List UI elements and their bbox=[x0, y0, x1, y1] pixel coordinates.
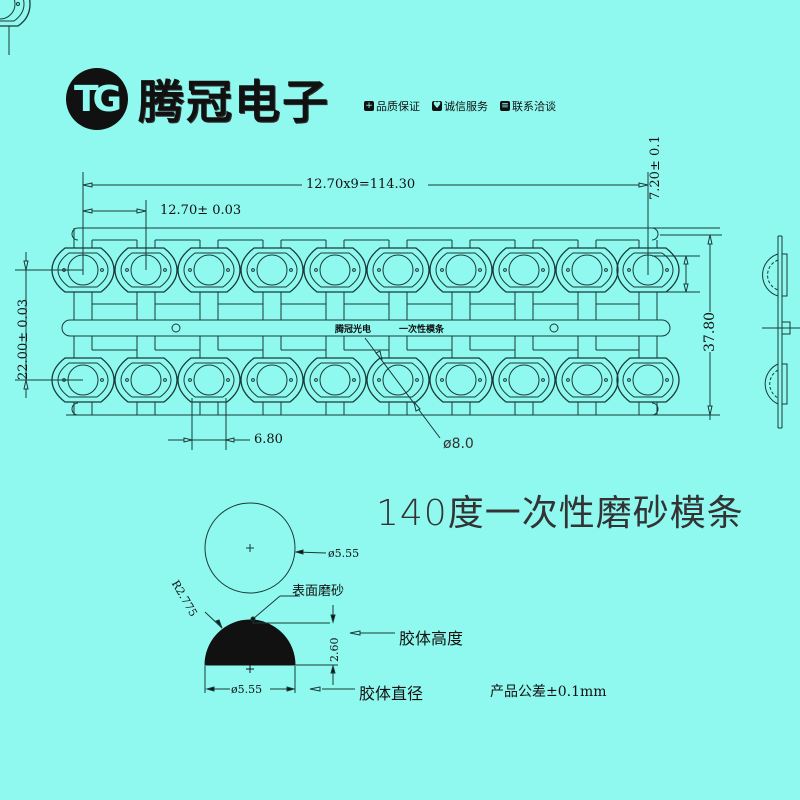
badge-service: ♥ 诚信服务 bbox=[432, 98, 488, 114]
plus-icon: + bbox=[364, 101, 374, 111]
tolerance-note: 产品公差±0.1mm bbox=[490, 684, 607, 700]
dim-total-height: 37.80 bbox=[702, 311, 718, 352]
badge-label: 品质保证 bbox=[376, 100, 420, 113]
strip-label-right: 一次性模条 bbox=[399, 325, 445, 335]
diameter-label: 胶体直径 bbox=[359, 684, 424, 703]
badge-label: 联系洽谈 bbox=[512, 100, 556, 113]
top-view-diameter: ø5.55 bbox=[328, 547, 360, 560]
height-label: 胶体高度 bbox=[399, 629, 464, 648]
product-title: 140度一次性磨砂模条 bbox=[376, 493, 744, 534]
company-logo: TG 腾冠电子 bbox=[66, 66, 330, 132]
dim-total-pitch: 12.70x9=114.30 bbox=[306, 177, 416, 192]
dim-row-spacing: 22.00± 0.03 bbox=[16, 298, 31, 380]
dim-gap: 6.80 bbox=[254, 432, 283, 447]
surface-label: 表面磨砂 bbox=[292, 584, 345, 599]
service-badges: + 品质保证 ♥ 诚信服务 ≡ 联系洽谈 bbox=[364, 98, 556, 114]
company-name: 腾冠电子 bbox=[138, 75, 330, 129]
badge-label: 诚信服务 bbox=[444, 100, 488, 113]
base-diameter: ø5.55 bbox=[231, 683, 263, 696]
height-value: 2.60 bbox=[328, 637, 341, 662]
logo-mark: TG bbox=[66, 68, 128, 130]
dim-top-offset: 7.20± 0.1 bbox=[648, 135, 663, 200]
heart-icon: ♥ bbox=[432, 101, 442, 111]
document-icon: ≡ bbox=[500, 101, 510, 111]
dim-pitch: 12.70± 0.03 bbox=[160, 203, 242, 218]
badge-contact: ≡ 联系洽谈 bbox=[500, 98, 556, 114]
badge-quality: + 品质保证 bbox=[364, 98, 420, 114]
strip-label-left: 腾冠光电 bbox=[335, 325, 372, 335]
lens-row-top bbox=[0, 0, 31, 55]
dim-lens-diameter: ø8.0 bbox=[443, 436, 474, 452]
